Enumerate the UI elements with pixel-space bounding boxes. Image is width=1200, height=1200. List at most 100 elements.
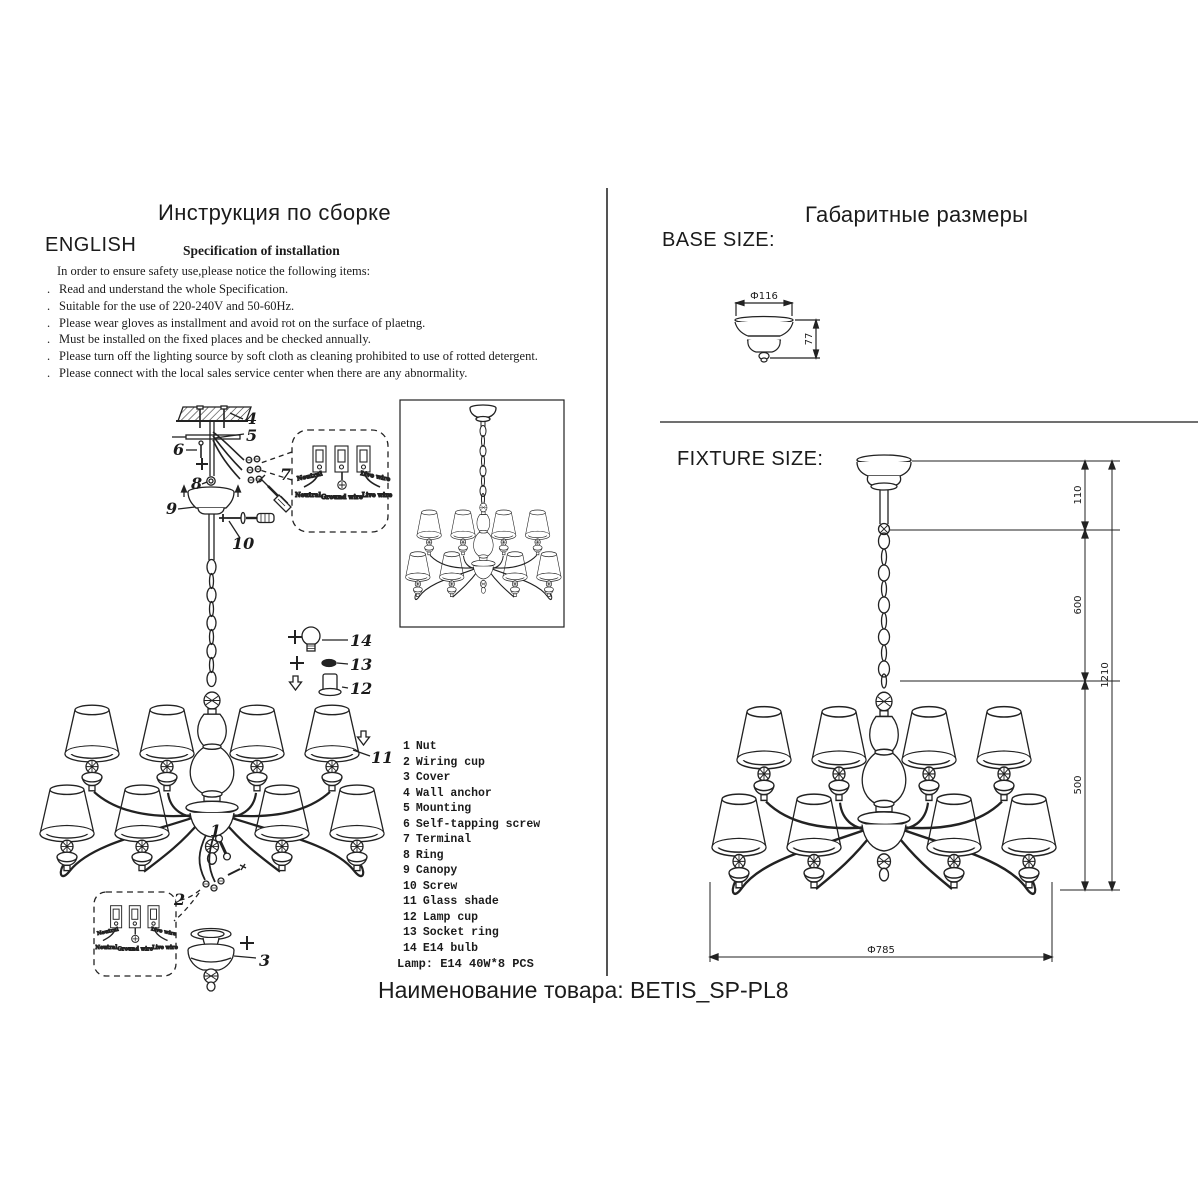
callout-3: 3 <box>259 951 270 970</box>
callout-7: 7 <box>280 465 291 484</box>
fixture-size-drawing <box>708 454 1120 962</box>
intro-line: In order to ensure safety use,please not… <box>57 264 371 278</box>
part-num: 11 <box>403 895 417 908</box>
part-row: 10 Screw <box>403 879 540 895</box>
bullet-item: .Please connect with the local sales ser… <box>47 365 592 382</box>
chain-left <box>206 558 217 688</box>
base-size-drawing <box>733 299 820 363</box>
bullet-item: . Must be installed on the fixed places a… <box>47 331 592 348</box>
bullet-text: Please turn off the lighting source by s… <box>59 349 538 364</box>
part-name: Ring <box>415 848 444 862</box>
cover-part <box>187 927 235 992</box>
bullet-marker: . <box>47 349 51 364</box>
dim-fixture-body: 500 <box>1073 775 1084 794</box>
part-row: 9 Canopy <box>403 863 540 879</box>
bullet-item: . Please turn off the lighting source by … <box>47 348 592 365</box>
bullet-marker: . <box>47 365 51 380</box>
callout-4: 4 <box>246 409 257 428</box>
callout-9: 9 <box>166 499 177 518</box>
dim-base-height: 77 <box>804 333 815 346</box>
bullet-marker: . <box>47 332 51 347</box>
part-name: Nut <box>415 740 437 753</box>
base-size-label: BASE SIZE: <box>662 229 775 251</box>
part-name: Wall anchor <box>415 786 492 800</box>
part-row: 13 Socket ring <box>403 925 540 941</box>
right-page-title: Габаритные размеры <box>805 202 1029 227</box>
part-name: Screw <box>422 879 458 893</box>
bullet-marker: . <box>47 315 51 330</box>
dim-base-diameter: Ф116 <box>750 291 778 302</box>
part-row: 2 Wiring cup <box>403 755 540 771</box>
part-row: 1 Nut <box>403 739 540 755</box>
fixture-size-label: FIXTURE SIZE: <box>677 448 824 470</box>
chandelier-dimensioned <box>712 692 1056 893</box>
part-num: 9 <box>403 864 410 877</box>
part-row: 4 Wall anchor <box>403 786 540 802</box>
part-num: 6 <box>403 817 410 831</box>
part-num: 4 <box>403 786 410 800</box>
part-row: 8 Ring <box>403 848 540 864</box>
bullet-text: Must be installed on the fixed places an… <box>59 332 371 347</box>
part-num: 3 <box>403 771 410 784</box>
part-row: 5 Mounting <box>403 801 540 817</box>
bullet-text: Suitable for the use of 220-240V and 50-… <box>59 298 295 313</box>
part-row: 11 Glass shade <box>403 894 540 910</box>
bullet-marker: . <box>47 298 51 313</box>
callout-2: 2 <box>173 890 185 909</box>
dim-fixture-diameter: Ф785 <box>867 945 895 956</box>
part-num: 1 <box>403 740 410 753</box>
terminal-inset-top <box>257 429 394 533</box>
chain-right <box>877 532 891 689</box>
parts-list: 1 Nut 2 Wiring cup 3 Cover 4 Wall anchor 5 Mo… <box>403 739 540 956</box>
safety-bullet-list: . Read and understand the whole Specifica… <box>47 281 592 382</box>
part-name: Mounting <box>415 802 472 815</box>
part-num: 2 <box>403 755 410 769</box>
part-row: 7 Terminal <box>403 832 540 848</box>
ceiling-hatch <box>177 406 252 422</box>
part-num: 14 <box>403 941 417 955</box>
callout-12: 12 <box>350 679 372 698</box>
part-num: 10 <box>403 879 417 893</box>
part-row: 6 Self-tapping screw <box>403 817 540 833</box>
part-num: 5 <box>403 802 410 815</box>
dim-fixture-chain: 600 <box>1073 595 1084 614</box>
part-name: Self-tapping screw <box>415 817 541 831</box>
part-name: Lamp cup <box>422 910 479 924</box>
callout-6: 6 <box>173 440 184 459</box>
callout-14: 14 <box>350 631 372 650</box>
part-row: 3 Cover <box>403 770 540 786</box>
bullet-marker: . <box>47 282 51 296</box>
assembly-diagram <box>40 399 565 992</box>
terminal-inset-bottom <box>93 891 180 977</box>
part-name: Socket ring <box>422 926 499 939</box>
language-label: ENGLISH <box>45 234 137 256</box>
bullet-text: Read and understand the whole Specificat… <box>59 282 289 296</box>
bullet-text: Please wear gloves as installment and av… <box>59 315 426 330</box>
part-name: Terminal <box>415 833 472 846</box>
callout-5: 5 <box>246 426 257 445</box>
part-name: Cover <box>415 771 451 784</box>
lamp-spec-note: Lamp: E14 40W*8 PCS <box>397 957 534 971</box>
bullet-item: . Please wear gloves as installment and a… <box>47 315 592 332</box>
part-num: 7 <box>403 833 410 846</box>
part-name: Glass shade <box>422 895 499 908</box>
callout-8: 8 <box>190 474 202 493</box>
part-num: 13 <box>403 926 417 939</box>
overview-box <box>399 399 565 628</box>
bullet-item: . Read and understand the whole Specifica… <box>47 281 592 298</box>
callout-10: 10 <box>232 534 254 553</box>
spec-heading: Specification of installation <box>183 243 340 258</box>
part-num: 8 <box>403 848 410 862</box>
callouts: 4 5 6 7 8 9 10 1 2 3 11 12 13 14 <box>166 409 393 970</box>
dim-fixture-total: 1210 <box>1100 662 1111 687</box>
callout-1: 1 <box>210 821 221 840</box>
bullet-item: . Suitable for the use of 220-240V and 50… <box>47 298 592 315</box>
left-page-title: Инструкция по сборке <box>158 200 392 225</box>
part-name: Wiring cup <box>415 755 485 769</box>
part-name: Canopy <box>415 864 458 877</box>
callout-11: 11 <box>371 748 393 767</box>
